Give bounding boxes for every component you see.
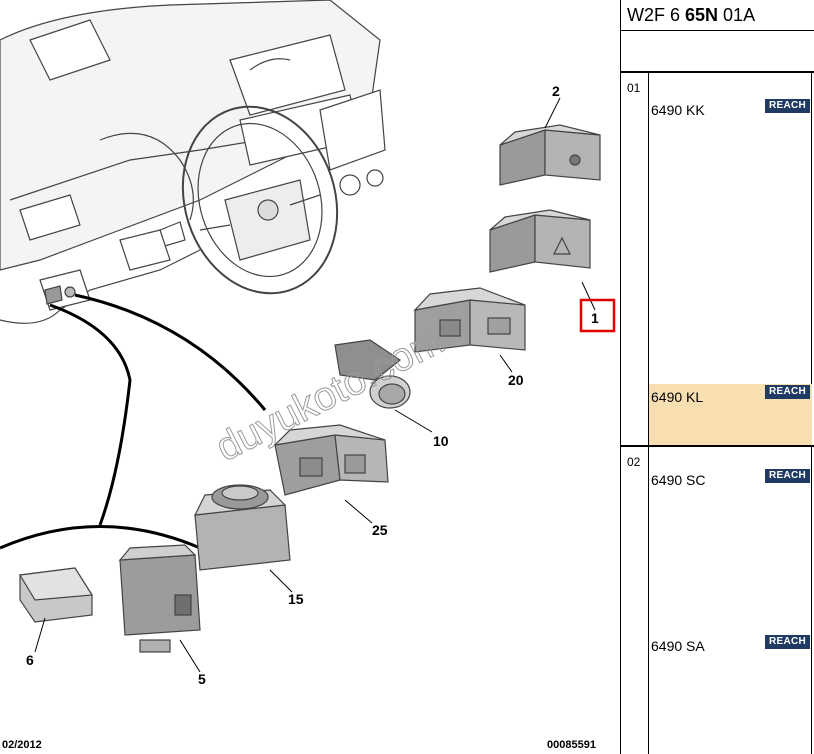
callout-15: 15: [288, 591, 304, 607]
callout-5: 5: [198, 671, 206, 687]
header-code-bold: 65N: [685, 5, 719, 25]
callout-1-highlight: [579, 298, 616, 333]
part-row-6490-sc[interactable]: 6490 SC REACH: [649, 469, 812, 489]
part-15-dial: [193, 484, 291, 571]
panel-header: W2F 6 65N 01A: [621, 0, 814, 31]
reach-badge: REACH: [765, 469, 810, 483]
part-6-block: [19, 567, 94, 623]
header-code-prefix: W2F 6: [627, 5, 686, 25]
part-10-button: [334, 339, 411, 409]
callout-20: 20: [508, 372, 524, 388]
callout-1: 1: [591, 310, 599, 326]
panel-subheader: [621, 31, 814, 73]
header-code-suffix: 01A: [718, 5, 756, 25]
callout-10: 10: [433, 433, 449, 449]
footer-ref-number: 00085591: [547, 739, 596, 751]
callout-leaders: [34, 97, 596, 673]
part-row-6490-sa[interactable]: 6490 SA REACH: [649, 635, 812, 655]
group-01: 01 6490 KK REACH 6490 KL REACH: [621, 73, 814, 447]
group-02: 02 6490 SC REACH 6490 SA REACH: [621, 447, 814, 754]
part-25-switch: [273, 424, 389, 496]
exploded-view-illustration: 2 1 20 10 25 15 6 5 duyukoto.com 02/2012…: [0, 0, 616, 751]
group-number: 02: [627, 455, 641, 469]
part-1-switch: [489, 209, 591, 273]
parts-diagram: 2 1 20 10 25 15 6 5 duyukoto.com 02/2012…: [0, 0, 616, 751]
part-row-6490-kk[interactable]: 6490 KK REACH: [649, 99, 812, 119]
dashboard-illustration: [0, 0, 386, 324]
part-code: 6490 KK: [651, 102, 705, 118]
part-code: 6490 SA: [651, 638, 705, 654]
callout-2: 2: [552, 83, 560, 99]
callout-6: 6: [26, 652, 34, 668]
part-2-switch: [499, 124, 601, 186]
reach-badge: REACH: [765, 635, 810, 649]
leader-lines: [0, 293, 267, 550]
parts-list-panel: W2F 6 65N 01A 01 6490 KK REACH 6490 KL R…: [620, 0, 814, 754]
part-20-switch-block: [413, 287, 526, 353]
part-code: 6490 KL: [651, 389, 704, 405]
footer-date: 02/2012: [2, 739, 42, 751]
callout-25: 25: [372, 522, 388, 538]
part-row-6490-kl[interactable]: 6490 KL REACH: [649, 384, 812, 445]
group-number: 01: [627, 81, 641, 95]
part-code: 6490 SC: [651, 472, 706, 488]
part-5-switch: [118, 544, 201, 653]
reach-badge: REACH: [765, 99, 810, 113]
reach-badge: REACH: [765, 385, 810, 399]
